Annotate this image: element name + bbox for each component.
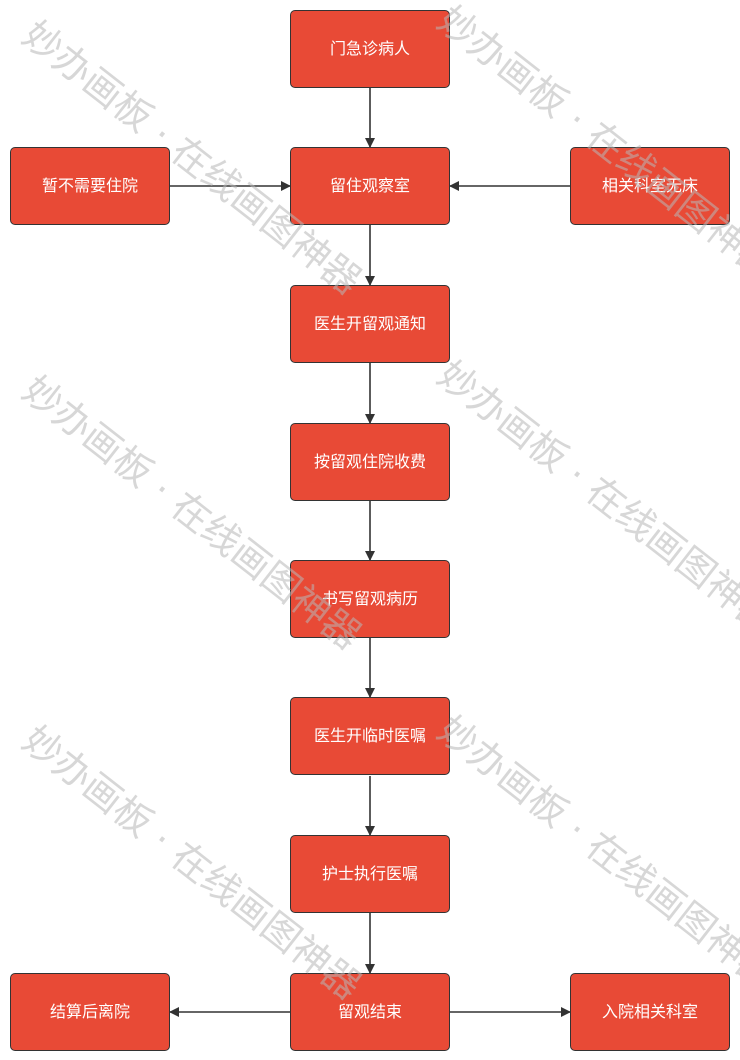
node-doctor-temp-order[interactable]: 医生开临时医嘱 [290,697,450,775]
node-no-admission-needed[interactable]: 暂不需要住院 [10,147,170,225]
node-outpatient[interactable]: 门急诊病人 [290,10,450,88]
node-dept-no-bed[interactable]: 相关科室无床 [570,147,730,225]
node-doctor-observation-notice[interactable]: 医生开留观通知 [290,285,450,363]
node-settle-discharge[interactable]: 结算后离院 [10,973,170,1051]
node-nurse-execute[interactable]: 护士执行医嘱 [290,835,450,913]
node-admit-dept[interactable]: 入院相关科室 [570,973,730,1051]
node-charge-observation[interactable]: 按留观住院收费 [290,423,450,501]
node-observation-end[interactable]: 留观结束 [290,973,450,1051]
node-write-record[interactable]: 书写留观病历 [290,560,450,638]
node-observation-room[interactable]: 留住观察室 [290,147,450,225]
